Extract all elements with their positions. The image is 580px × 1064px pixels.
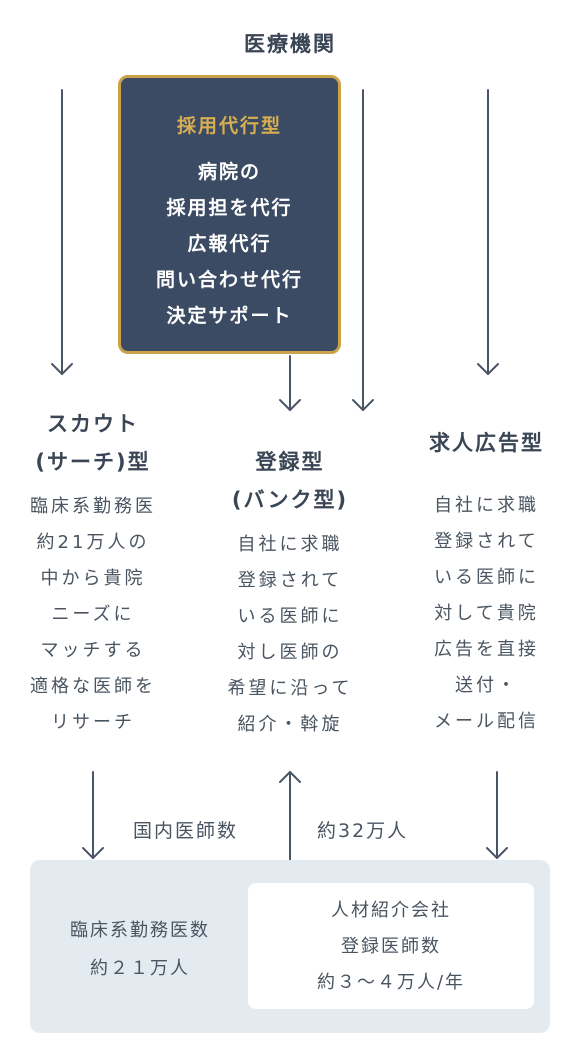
agency-line: 登録医師数: [341, 936, 441, 957]
register-desc: 紹介・斡旋: [237, 714, 343, 735]
clinical-doctors-count: 臨床系勤務医数 約２１万人: [40, 912, 240, 988]
center-box-title: 採用代行型: [176, 115, 282, 137]
ad-desc: 広告を直接: [434, 639, 539, 660]
scout-column: スカウト (サーチ)型 臨床系勤務医 約21万人の 中から貴院 ニーズに マッチ…: [0, 405, 186, 741]
ad-title: 求人広告型: [429, 431, 544, 455]
agency-registered-box: 人材紹介会社 登録医師数 約３～４万人/年: [248, 883, 534, 1009]
scout-desc: マッチする: [40, 640, 146, 661]
register-title-line1: 登録型: [255, 450, 325, 474]
scout-title-line1: スカウト: [47, 412, 139, 436]
register-desc: 希望に沿って: [227, 678, 353, 699]
agency-line: 人材紹介会社: [331, 900, 451, 921]
domestic-doctors-value: 約32万人: [317, 820, 409, 842]
scout-desc: リサーチ: [51, 712, 135, 733]
scout-desc: ニーズに: [51, 604, 135, 625]
ad-desc: 自社に求職: [434, 495, 539, 516]
register-title-line2: (バンク型): [231, 488, 349, 512]
center-line: 問い合わせ代行: [155, 269, 303, 291]
center-line: 決定サポート: [166, 305, 293, 327]
recruitment-outsourcing-box: 採用代行型 病院の 採用担を代行 広報代行 問い合わせ代行 決定サポート: [118, 75, 341, 354]
hospital-title: 医療機関: [244, 32, 336, 56]
register-column: 登録型 (バンク型) 自社に求職 登録されて いる医師に 対し医師の 希望に沿っ…: [195, 443, 385, 743]
ad-desc: 送付・: [455, 675, 518, 696]
register-desc: いる医師に: [237, 606, 343, 627]
scout-desc: 中から貴院: [40, 568, 146, 589]
register-desc: 対し医師の: [237, 642, 343, 663]
ad-desc: いる医師に: [434, 567, 539, 588]
center-line: 病院の: [197, 161, 261, 183]
register-desc: 登録されて: [237, 570, 343, 591]
ad-column: 求人広告型 自社に求職 登録されて いる医師に 対して貴院 広告を直接 送付・ …: [393, 424, 580, 740]
ad-desc: 登録されて: [434, 531, 539, 552]
agency-line: 約３～４万人/年: [316, 972, 466, 993]
clinical-doctors-value: 約２１万人: [90, 958, 190, 979]
scout-desc: 約21万人の: [36, 532, 150, 553]
scout-desc: 臨床系勤務医: [30, 496, 156, 517]
center-line: 採用担を代行: [166, 197, 293, 219]
center-line: 広報代行: [187, 233, 272, 255]
scout-desc: 適格な医師を: [30, 676, 156, 697]
domestic-doctors-label: 国内医師数: [133, 820, 239, 842]
clinical-doctors-label: 臨床系勤務医数: [70, 920, 210, 941]
ad-desc: メール配信: [434, 711, 539, 732]
scout-title-line2: (サーチ)型: [35, 450, 151, 474]
register-desc: 自社に求職: [237, 534, 343, 555]
ad-desc: 対して貴院: [434, 603, 539, 624]
